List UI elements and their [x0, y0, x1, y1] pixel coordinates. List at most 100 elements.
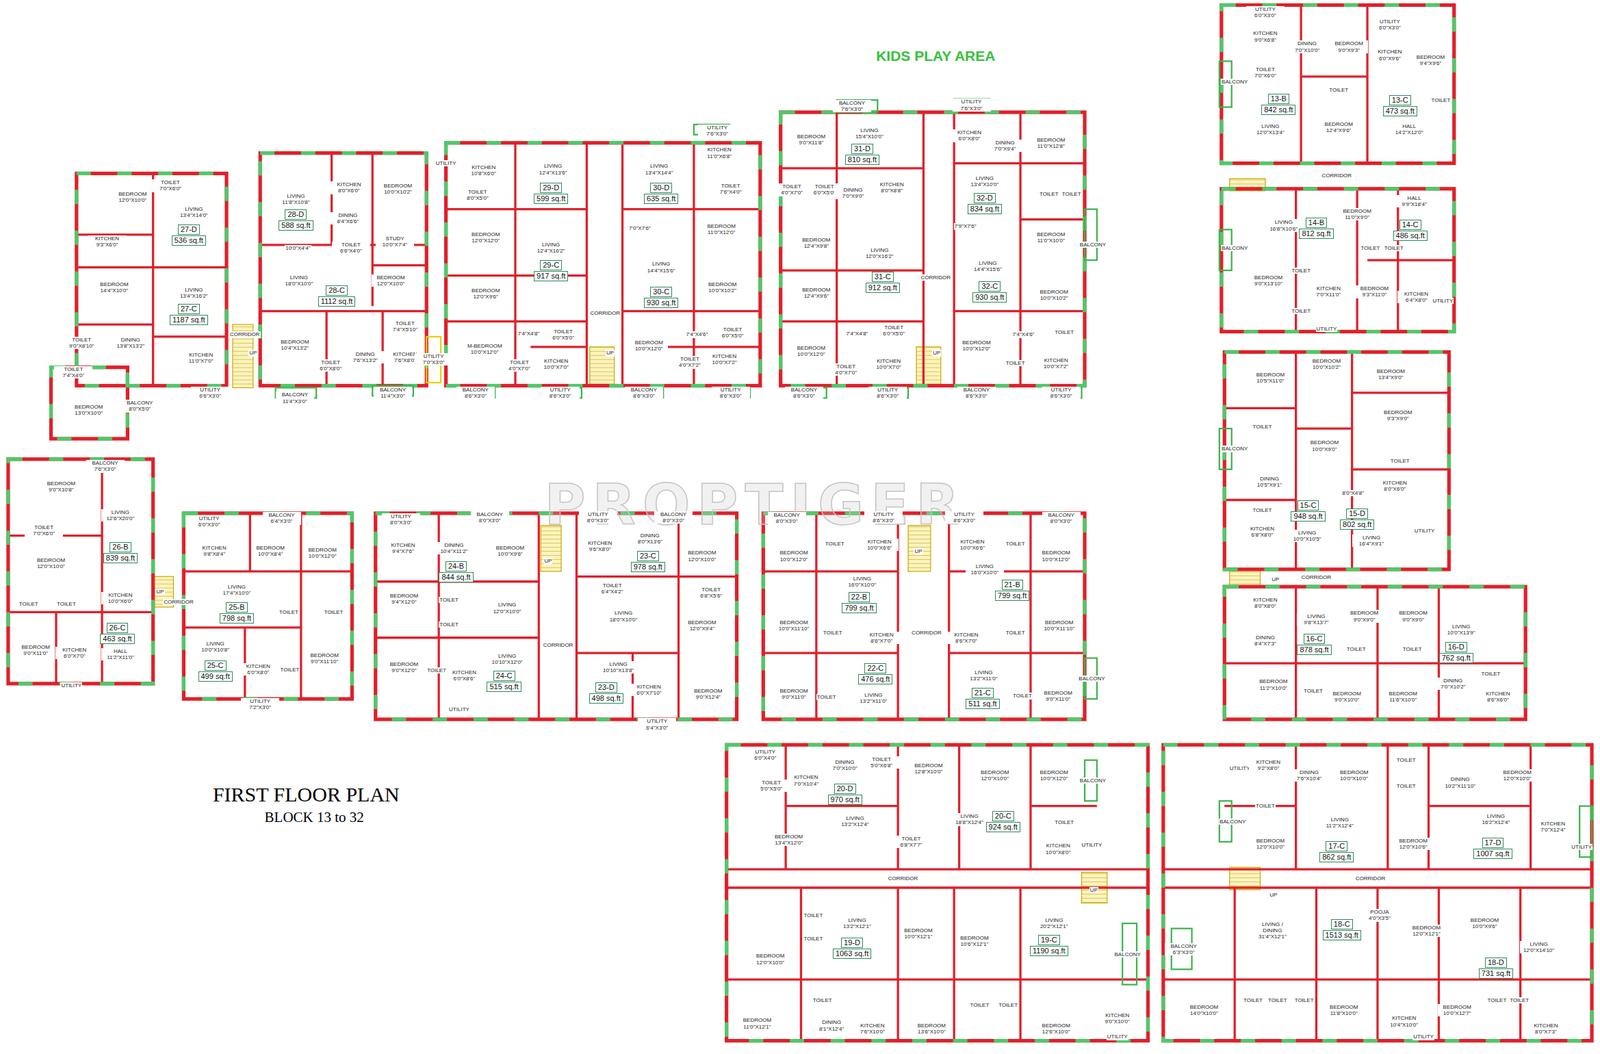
unit-area: 799 sq.ft: [841, 602, 876, 614]
unit-number: 19-C: [1038, 934, 1061, 946]
unit-number: 29-C: [539, 260, 562, 271]
room-label: DINING 8'4"X6'6": [328, 212, 367, 225]
room-label: LIVING 13'2"X12'4": [836, 815, 875, 828]
unit-label: 17-D1007 sq.ft: [1473, 837, 1512, 860]
room-label: KITCHEN 6'0"X8'6": [444, 669, 484, 682]
room-label: BEDROOM 9'0"X11'10": [305, 652, 344, 665]
room-label: BALCONY 11'4"X3'0": [373, 386, 412, 399]
room-label: BEDROOM 10'0"X10'2": [1034, 288, 1074, 302]
room-label: KITCHEN 10'4"X10'0": [1385, 1014, 1424, 1028]
unit-label: 25-B798 sq.ft: [219, 602, 254, 625]
room-label: UTILITY 6'0"X3'0": [190, 515, 229, 528]
room-label: BEDROOM 12'8"X10'0": [909, 762, 948, 775]
room-label: TOILET: [1383, 244, 1405, 252]
unit-number: 14-B: [1305, 217, 1327, 228]
unit-area: 862 sq.ft: [1319, 852, 1354, 863]
room-label: CORRIDOR: [542, 641, 575, 649]
unit-label: 26-B839 sq.ft: [103, 542, 138, 564]
room-label: TOILET: [812, 997, 833, 1004]
room-label: TOILET 4'0"X7'0": [500, 359, 539, 372]
unit-number: 15-D: [1346, 508, 1369, 519]
unit-area: 839 sq.ft: [103, 552, 138, 564]
room-label: TOILET 7'4"X4'0": [54, 366, 93, 379]
unit-number: 21-B: [1001, 579, 1024, 590]
unit-label: 16-C878 sq.ft: [1296, 633, 1332, 656]
room-label: UTILITY 7'0"X3'0": [414, 353, 454, 366]
room-label: TOILET: [1430, 97, 1451, 104]
room-label: UTILITY: [1106, 1033, 1129, 1040]
room-label: TOILET: [426, 667, 447, 674]
room-label: TOILET: [1302, 687, 1324, 694]
room-label: BEDROOM 12'4"X9'8": [797, 236, 836, 250]
room-label: LIVING 13'4"X14'4": [639, 162, 679, 176]
room-label: TOILET: [969, 1001, 990, 1009]
room-label: TOILET: [278, 609, 300, 616]
room-label: DINING 7'0"X10'0": [1287, 40, 1327, 53]
interior-walls: [8, 4, 1592, 1041]
room-label: BALCONY: [1218, 818, 1247, 825]
room-label: BEDROOM 12'0"X10'0": [1250, 837, 1290, 850]
room-label: KITCHEN 9'4"X7'6": [383, 542, 423, 555]
room-label: TOILET: [1255, 802, 1276, 809]
unit-area: 515 sq.ft: [486, 681, 521, 692]
room-label: TOILET: [1252, 423, 1273, 430]
unit-area: 878 sq.ft: [1296, 644, 1332, 655]
unit-area: 948 sq.ft: [1290, 511, 1325, 522]
room-label: BEDROOM 12'0"X10'0": [751, 952, 790, 965]
room-label: KITCHEN 7'0"X12'4": [1533, 820, 1572, 833]
unit-area: 812 sq.ft: [1298, 228, 1334, 239]
room-label: BEDROOM 12'0"X12'1": [1407, 924, 1447, 937]
room-label: BEDROOM 9'0"X12'4": [689, 687, 728, 701]
room-label: BEDROOM 10'0"X12'0": [1034, 769, 1074, 782]
room-label: KITCHEN 9'2"X8'0": [1248, 758, 1288, 772]
room-label: BEDROOM 10'0"X12'0": [629, 339, 668, 352]
unit-area: 463 sq.ft: [99, 633, 135, 644]
unit-area: 802 sq.ft: [1339, 519, 1375, 530]
room-label: TOILET: [1053, 819, 1075, 826]
room-label: TOILET 6'4"X4'2": [593, 582, 632, 595]
room-label: BEDROOM 14'0"X10'0": [1184, 1003, 1223, 1017]
room-label: LIVING 16'0"X10'0": [843, 575, 882, 588]
room-label: TOILET: [1053, 329, 1075, 336]
room-label: CORRIDOR: [1355, 875, 1387, 882]
unit-area: 762 sq.ft: [1439, 652, 1474, 664]
room-label: BEDROOM 9'0"X9'0": [1394, 609, 1433, 623]
unit-number: 28-D: [284, 209, 307, 220]
room-label: BEDROOM 12'0"X10'0": [113, 190, 152, 204]
unit-label: 20-C924 sq.ft: [986, 810, 1021, 833]
room-label: TOILET: [1038, 190, 1060, 198]
unit-label: 13-B842 sq.ft: [1261, 93, 1296, 116]
room-label: LIVING 10'0"X10'5": [1287, 529, 1327, 543]
room-label: 7'4"X4'8": [845, 330, 870, 337]
room-label: BEDROOM 13'4"X9'0": [1371, 368, 1410, 381]
unit-area: 1513 sq.ft: [1322, 930, 1362, 941]
room-label: BEDROOM 12'4"X9'6": [1319, 121, 1358, 134]
room-label: KITCHEN 6'0"X8'0": [238, 663, 278, 676]
room-label: TOILET: [1294, 997, 1315, 1004]
unit-label: 30-D635 sq.ft: [643, 182, 679, 205]
unit-area: 588 sq.ft: [278, 220, 313, 231]
room-label: LIVING 16'4"X9'1": [1352, 534, 1391, 547]
room-label: LIVING 12'4"X13'6": [533, 162, 573, 176]
room-label: BEDROOM 9'0"X9'3": [1329, 40, 1369, 53]
room-label: KITCHEN 8'0"X6'0": [329, 181, 369, 194]
room-label: 10'0"X4'4": [284, 244, 311, 252]
unit-area: 486 sq.ft: [1393, 230, 1428, 241]
room-label: UP: [913, 548, 923, 555]
unit-area: 978 sq.ft: [630, 561, 666, 573]
room-label: TOILET: [816, 693, 837, 701]
room-label: TOILET: [1005, 629, 1026, 636]
room-label: BEDROOM 12'0"X9'6": [466, 287, 506, 300]
room-label: DINING 7'0"X9'0": [834, 186, 873, 200]
unit-number: 19-D: [841, 937, 863, 948]
unit-number: 17-C: [1325, 841, 1348, 852]
room-label: DINING 8'0"X13'6": [630, 532, 670, 545]
unit-label: 29-C917 sq.ft: [533, 260, 569, 282]
room-label: HALL 14'2"X12'0": [1389, 123, 1429, 136]
room-label: KITCHEN 8'0"X8'0": [1246, 596, 1285, 610]
room-label: TOILET: [18, 600, 40, 608]
room-label: BEDROOM 10'6"X12'1": [955, 934, 994, 948]
room-label: TOILET: [1396, 756, 1417, 764]
unit-label: 32-D834 sq.ft: [967, 192, 1002, 215]
room-label: BEDROOM 12'0"X10'0": [371, 274, 410, 287]
